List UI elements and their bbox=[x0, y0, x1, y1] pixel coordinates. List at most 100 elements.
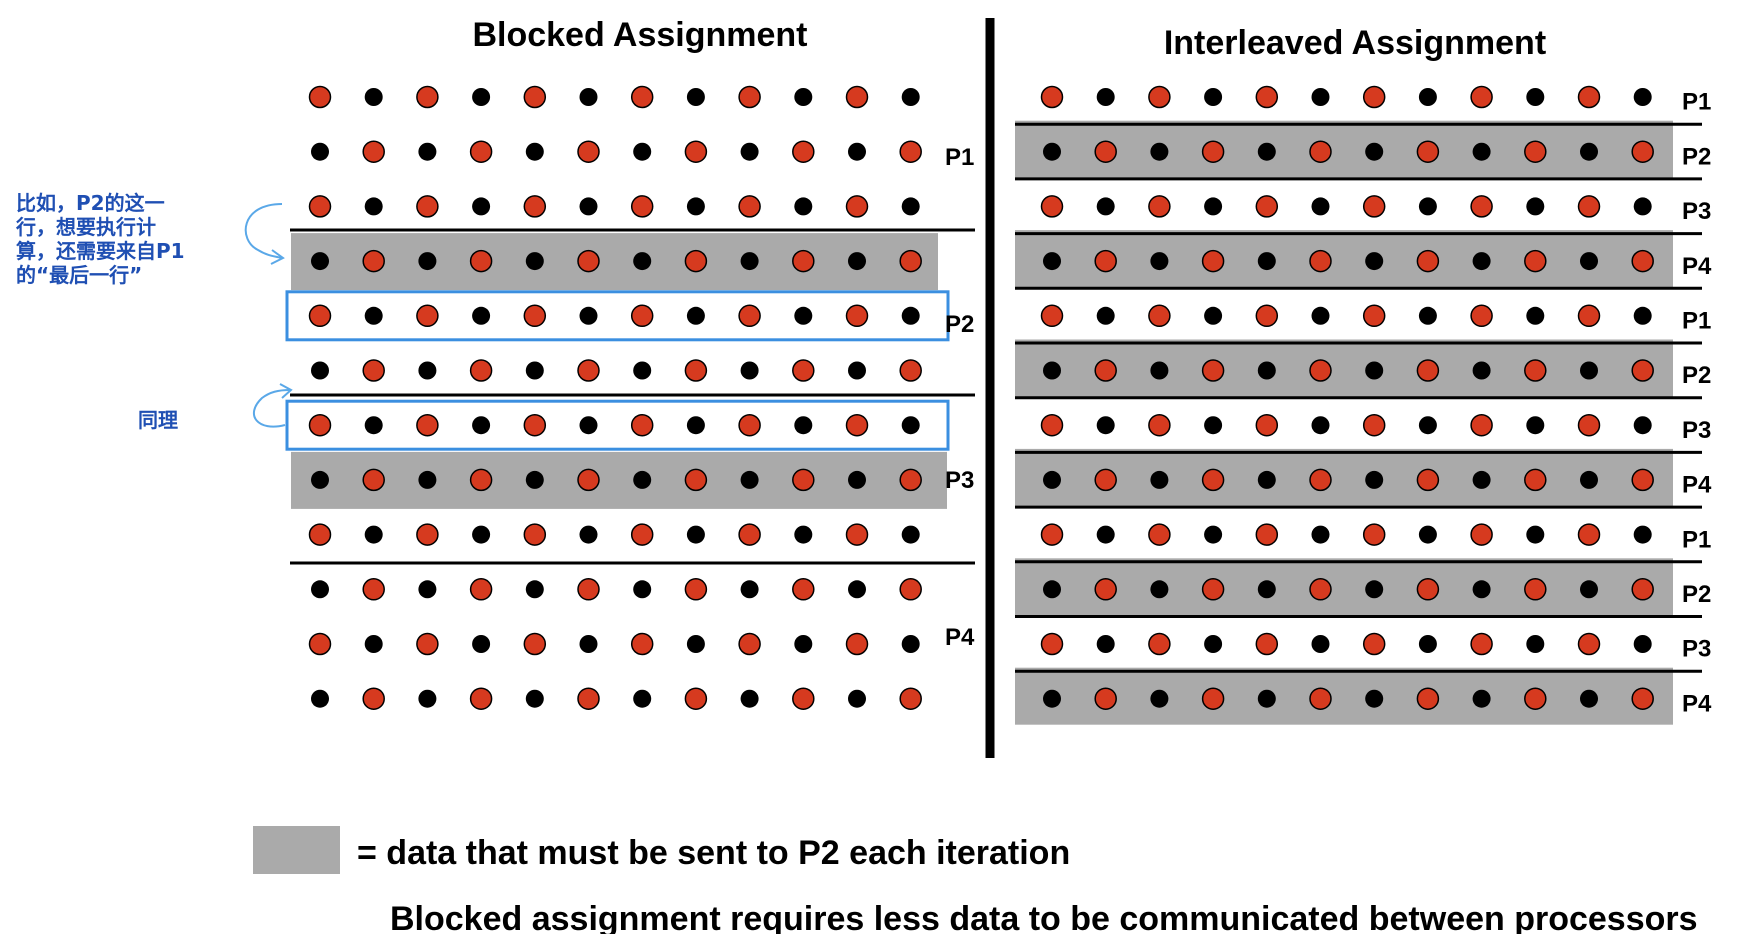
red-dot bbox=[1309, 687, 1332, 710]
black-dot bbox=[1418, 306, 1437, 325]
black-dot bbox=[418, 470, 437, 489]
right-shaded-row bbox=[1015, 339, 1673, 397]
red-dot bbox=[1577, 195, 1601, 218]
red-dot bbox=[1201, 359, 1225, 382]
black-dot bbox=[525, 580, 544, 599]
red-dot bbox=[630, 413, 654, 437]
black-dot bbox=[1472, 689, 1491, 708]
red-dot bbox=[899, 687, 922, 710]
red-dot bbox=[416, 632, 439, 656]
black-dot bbox=[740, 252, 759, 271]
left-shaded-row bbox=[291, 451, 947, 509]
black-dot bbox=[311, 361, 329, 380]
red-dot bbox=[1040, 195, 1064, 218]
black-dot bbox=[848, 470, 866, 489]
red-dot bbox=[1040, 413, 1064, 437]
red-dot bbox=[577, 468, 600, 492]
black-dot bbox=[1365, 470, 1384, 489]
black-dot bbox=[1043, 689, 1061, 708]
red-dot bbox=[1524, 578, 1547, 601]
black-dot bbox=[1311, 635, 1330, 653]
black-dot bbox=[1633, 88, 1652, 106]
black-dot bbox=[579, 525, 598, 544]
black-dot bbox=[1150, 580, 1169, 599]
footer-caption: Blocked assignment requires less data to… bbox=[390, 900, 1698, 934]
red-dot bbox=[1309, 249, 1332, 273]
red-dot bbox=[1148, 85, 1171, 109]
black-dot bbox=[740, 580, 759, 599]
red-dot bbox=[684, 468, 708, 492]
black-dot bbox=[1472, 252, 1491, 271]
right-shaded-rows bbox=[1015, 120, 1673, 725]
red-dot bbox=[1577, 632, 1601, 656]
black-dot bbox=[633, 252, 652, 271]
red-dot bbox=[1148, 632, 1171, 656]
red-dot bbox=[1470, 413, 1493, 437]
annotation-1-arrow bbox=[244, 203, 283, 259]
red-dot bbox=[630, 523, 654, 546]
red-dot bbox=[1470, 304, 1493, 328]
black-dot bbox=[794, 416, 813, 435]
red-dot bbox=[362, 578, 385, 601]
black-dot bbox=[686, 635, 705, 653]
red-dot bbox=[845, 632, 869, 656]
black-dot bbox=[311, 142, 329, 161]
black-dot bbox=[1418, 416, 1437, 435]
black-dot bbox=[472, 88, 491, 106]
red-dot bbox=[1416, 578, 1440, 601]
red-dot bbox=[1255, 195, 1279, 218]
black-dot bbox=[1311, 416, 1330, 435]
red-dot bbox=[1201, 687, 1225, 710]
red-dot bbox=[577, 578, 600, 601]
red-dot bbox=[523, 632, 547, 656]
red-dot bbox=[792, 249, 815, 273]
red-dot bbox=[1309, 578, 1332, 601]
black-dot bbox=[794, 306, 813, 325]
red-dot bbox=[523, 413, 547, 437]
black-dot bbox=[1365, 252, 1384, 271]
red-dot bbox=[1201, 249, 1225, 273]
left-partition-lines bbox=[290, 228, 975, 565]
red-dot bbox=[792, 140, 815, 163]
black-dot bbox=[364, 88, 383, 106]
black-dot bbox=[1096, 306, 1115, 325]
red-dot bbox=[684, 687, 708, 710]
right-shaded-row bbox=[1015, 120, 1673, 178]
black-dot bbox=[525, 689, 544, 708]
annotation-1-line: 的“最后一行” bbox=[16, 263, 142, 287]
red-dot bbox=[362, 359, 385, 382]
red-dot bbox=[469, 468, 493, 492]
red-dot bbox=[738, 523, 761, 546]
black-dot bbox=[1204, 88, 1223, 106]
black-dot bbox=[472, 197, 491, 216]
red-dot bbox=[1524, 687, 1547, 710]
red-dot bbox=[577, 687, 600, 710]
black-dot bbox=[1096, 197, 1115, 216]
black-dot bbox=[1257, 689, 1276, 708]
red-dot bbox=[1040, 85, 1064, 109]
red-dot bbox=[362, 140, 385, 163]
red-dot bbox=[1524, 140, 1547, 163]
black-dot bbox=[1150, 361, 1169, 380]
red-dot bbox=[362, 687, 385, 710]
black-dot bbox=[1311, 525, 1330, 544]
black-dot bbox=[1311, 88, 1330, 106]
red-dot bbox=[845, 413, 869, 437]
red-dot bbox=[416, 304, 439, 328]
red-dot bbox=[899, 578, 922, 601]
red-dot bbox=[1201, 140, 1225, 163]
black-dot bbox=[740, 470, 759, 489]
annotation-2-arrowhead bbox=[279, 383, 293, 399]
red-dot bbox=[1255, 632, 1279, 656]
right-p-label: P1 bbox=[1682, 526, 1711, 553]
red-dot bbox=[630, 304, 654, 328]
right-p-label: P2 bbox=[1682, 143, 1711, 170]
red-dot bbox=[577, 359, 600, 382]
red-dot bbox=[792, 578, 815, 601]
red-dot bbox=[845, 195, 869, 218]
black-dot bbox=[1096, 416, 1115, 435]
red-dot bbox=[1362, 632, 1386, 656]
annotation-1-line: 算，还需要来自P1 bbox=[16, 239, 185, 263]
red-dot bbox=[577, 140, 600, 163]
black-dot bbox=[1472, 142, 1491, 161]
